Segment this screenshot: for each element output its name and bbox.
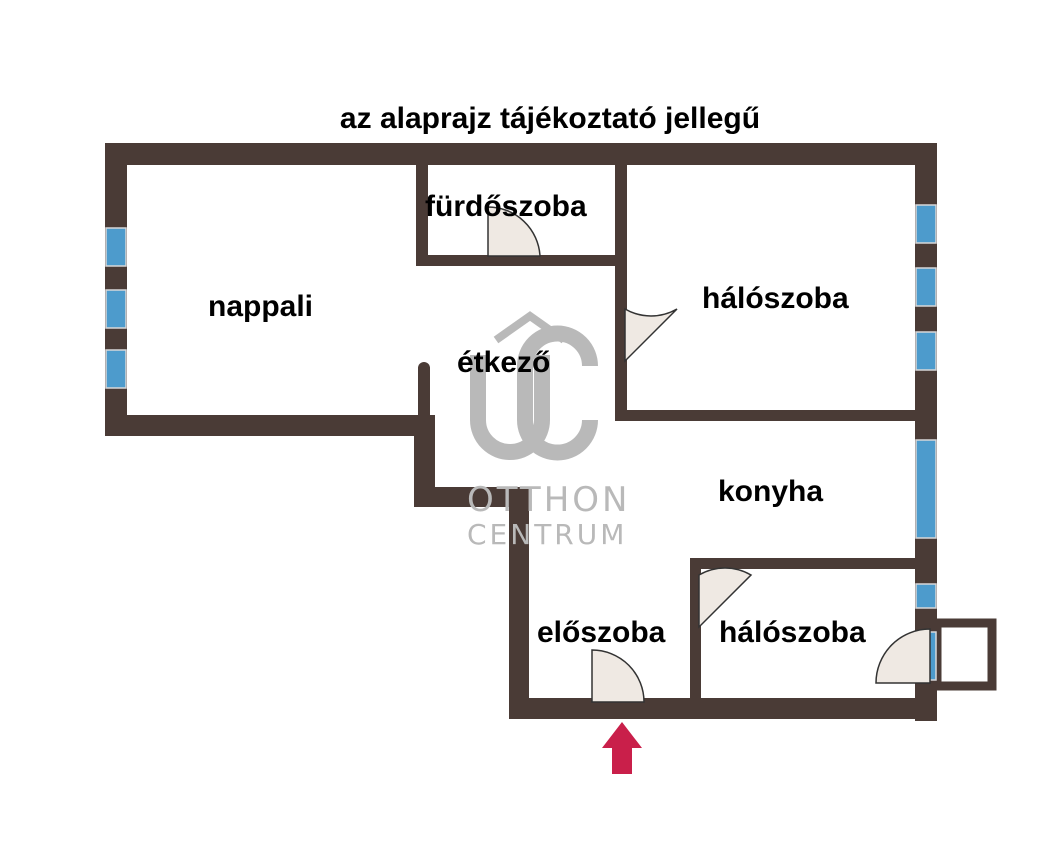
room-label-nappali: nappali — [208, 290, 314, 323]
window-right-4 — [915, 439, 937, 539]
watermark-text-centrum: CENTRUM — [467, 518, 628, 551]
watermark-logo — [470, 311, 598, 461]
door-bedroom-2 — [698, 567, 753, 629]
doors — [487, 206, 931, 703]
entrance-arrow-icon — [602, 722, 642, 774]
window-right-1 — [915, 204, 937, 244]
door-entrance — [591, 649, 645, 703]
room-label-haloszoba-1: hálószoba — [702, 282, 849, 315]
room-label-haloszoba-2: hálószoba — [719, 616, 866, 649]
window-left-3 — [105, 349, 127, 389]
room-label-eloszoba: előszoba — [537, 616, 666, 649]
window-left-1 — [105, 227, 127, 267]
door-bedroom-1 — [624, 307, 678, 363]
room-label-etkezo: étkező — [457, 346, 551, 379]
plan-title: az alaprajz tájékoztató jellegű — [339, 102, 761, 135]
door-balcony — [875, 628, 931, 684]
window-right-2 — [915, 267, 937, 307]
walls — [105, 143, 937, 721]
balcony — [932, 618, 997, 691]
window-left-2 — [105, 289, 127, 329]
window-right-3 — [915, 331, 937, 371]
room-label-furdoszoba: fürdőszoba — [425, 190, 587, 223]
door-bathroom — [487, 206, 541, 257]
watermark-text-otthon: OTTHON — [467, 480, 631, 520]
window-right-5 — [915, 583, 937, 609]
windows — [105, 204, 937, 681]
room-label-konyha: konyha — [718, 475, 824, 508]
